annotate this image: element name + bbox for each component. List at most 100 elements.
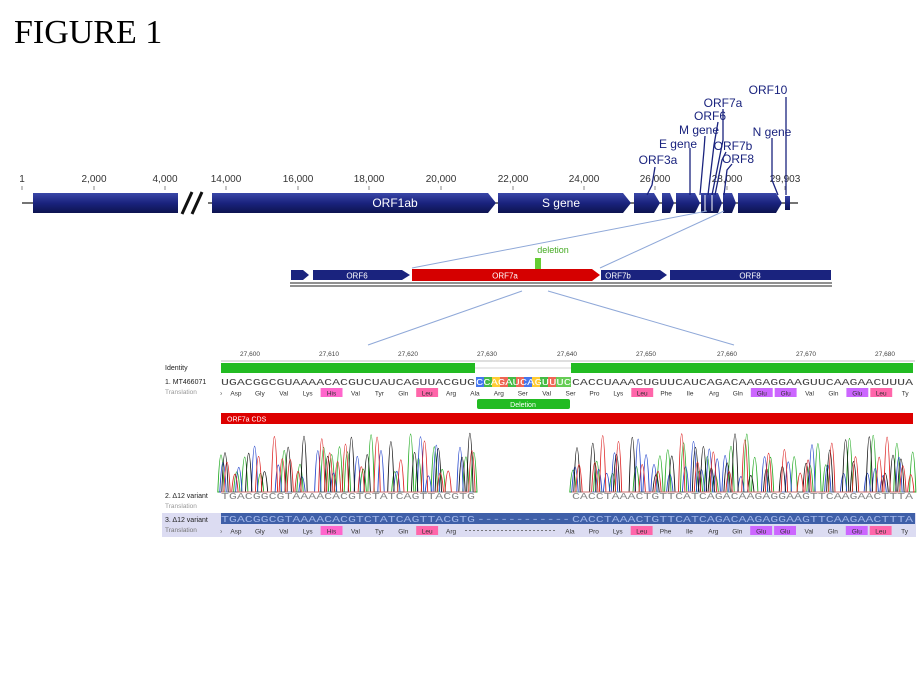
amino-acid-label: Leu (875, 528, 886, 535)
amino-acid-label: Ser (565, 390, 576, 397)
amino-acid-label: Phe (660, 390, 672, 397)
row-3-seq-right: CACCTAAACTGTTCATCAGACAAGAGGAAGTTCAAGAACT… (572, 514, 913, 525)
amino-acid-label: Ala (470, 390, 480, 397)
gene-label-m-gene: M gene (679, 123, 719, 137)
deletion-marker-label: deletion (537, 245, 569, 255)
genome-tick: 29,903 (770, 174, 801, 185)
amino-acid-label: Arg (446, 390, 457, 397)
orf7a-cds-label: ORF7a CDS (227, 417, 267, 424)
genome-tick: 26,000 (640, 174, 671, 185)
zoom-gene-orf8 (670, 270, 831, 280)
amino-acid-label: Gln (733, 390, 744, 397)
amino-acid-cell (870, 388, 893, 397)
amino-acid-cell (774, 526, 796, 535)
amino-acid-label: Ser (518, 390, 529, 397)
amino-acid-label: Gln (828, 528, 839, 535)
genome-tick: 4,000 (152, 174, 177, 185)
gene-orf1ab-label: ORF1ab (372, 196, 418, 210)
amino-acid-label: Lys (613, 528, 624, 535)
amino-acid-label: Leu (636, 528, 647, 535)
row-3-seq-gap: ------------ (477, 514, 570, 525)
amino-acid-label: Gln (398, 390, 409, 397)
gene-s (498, 193, 631, 213)
gene-label-orf8: ORF8 (722, 152, 754, 166)
chromatogram-traces (217, 433, 917, 493)
gene-labels: ORF10 ORF7a ORF6 M gene E gene ORF7b ORF… (639, 83, 792, 167)
gene-orf1ab-part1 (33, 193, 178, 213)
row-2-seq-left: TGACGGCGTAAAACACGTCTATCAGTTACGTG (221, 491, 475, 502)
amino-acid-label: Lys (303, 390, 314, 397)
gene-label-orf10: ORF10 (749, 83, 788, 97)
amino-acid-label: Glu (780, 528, 791, 535)
amino-acid-label: His (327, 390, 337, 397)
amino-acid-cell (845, 526, 868, 535)
ruler-tick: 27,600 (240, 351, 260, 358)
amino-acid-label: Lys (303, 528, 314, 535)
gene-orf3a (634, 193, 660, 213)
amino-acid-label: Leu (637, 390, 648, 397)
amino-acid-cell (750, 526, 773, 535)
amino-acid-label: Gly (255, 528, 266, 535)
genome-map: 1 2,000 4,000 14,000 16,000 18,000 20,00… (19, 83, 801, 215)
amino-acid-cell (869, 526, 892, 535)
zoom-gene-orf7a (412, 269, 600, 281)
amino-acid-label: Pro (589, 528, 600, 535)
genome-tick: 2,000 (81, 174, 106, 185)
row-2-name: 2. Δ12 variant (165, 493, 208, 500)
chromatogram-trace (572, 433, 913, 493)
row-3-seq-bg (221, 513, 915, 524)
deletion-annotation-label: Deletion (510, 402, 536, 409)
ruler-tick: 27,620 (398, 351, 418, 358)
genome-tick: 16,000 (283, 174, 314, 185)
amino-acid-label: Arg (709, 390, 720, 397)
ruler-tick: 27,610 (319, 351, 339, 358)
gene-label-e-gene: E gene (659, 137, 697, 151)
zoom-gene-orf7a-label: ORF7a (492, 272, 518, 281)
gene-label-orf3a: ORF3a (639, 153, 678, 167)
row-3-sub: Translation (165, 527, 197, 534)
row-1-seq-deleted: CCAGAUCAGUUUC (476, 377, 571, 388)
amino-acid-label: Val (542, 390, 551, 397)
amino-acid-label: Val (805, 390, 814, 397)
chromatogram-trace (572, 433, 915, 493)
amino-acid-label: Leu (876, 390, 887, 397)
amino-acid-cell (846, 388, 869, 397)
gene-orf10 (785, 196, 790, 210)
amino-acid-label: Glu (781, 390, 792, 397)
ruler-tick: 27,650 (636, 351, 656, 358)
zoom-gene-orf6-label: ORF6 (346, 272, 368, 281)
row-1-seq-left: UGACGGCGUAAAACACGUCUAUCAGUUACGUG (221, 377, 475, 388)
amino-acid-label: Phe (660, 528, 672, 535)
deletion-annotation (477, 399, 570, 409)
row-1-sub: Translation (165, 389, 197, 396)
amino-acid-cell (631, 388, 654, 397)
row-3-seq-left: TGACGGCGTAAAACACGTCTATCAGTTACGTG (221, 514, 475, 525)
amino-acid-label: Arg (446, 528, 457, 535)
ruler-tick: 27,630 (477, 351, 497, 358)
amino-acid-label: Ty (901, 528, 909, 535)
amino-acid-label: Ile (687, 390, 694, 397)
gene-label-n-gene: N gene (753, 125, 792, 139)
amino-acid-label: Leu (422, 528, 433, 535)
ruler-tick: 27,680 (875, 351, 895, 358)
amino-acid-label: Gly (255, 390, 266, 397)
amino-acid-label: His (327, 528, 337, 535)
gene-n (738, 193, 782, 213)
amino-acid-label: Ala (565, 528, 575, 535)
amino-acid-label: Gln (398, 528, 409, 535)
gene-s-label: S gene (542, 196, 580, 210)
ruler-tick: 27,670 (796, 351, 816, 358)
amino-acid-label: Tyr (375, 390, 385, 397)
amino-acid-label: Ile (686, 528, 693, 535)
amino-acid-label: Glu (756, 528, 767, 535)
identity-bar-right (571, 363, 913, 373)
alignment-ruler: 27,600 27,610 27,620 27,630 27,640 27,65… (240, 351, 895, 358)
amino-acid-cell (320, 388, 343, 397)
amino-acid-cell (750, 388, 773, 397)
amino-acid-label: Lys (613, 390, 624, 397)
row-2-seq-right: CACCTAAACTGTTCATCAGACAAGAGGAAGTTCAAGAACT… (572, 491, 913, 502)
amino-acid-label: Pro (589, 390, 600, 397)
